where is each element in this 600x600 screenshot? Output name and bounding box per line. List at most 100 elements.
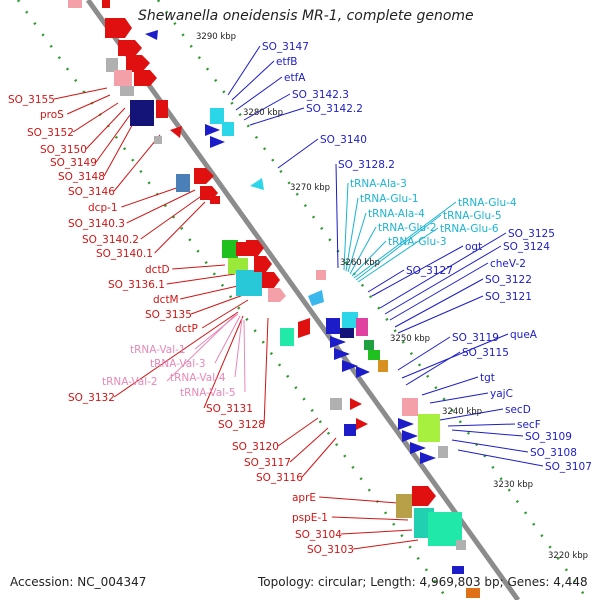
- gene-label: SO_3140: [320, 134, 367, 146]
- trna-label: tRNA-Glu-3: [388, 236, 447, 248]
- gene-block: [120, 86, 134, 96]
- gene-arrow: [334, 348, 350, 360]
- gene-block: [114, 70, 132, 86]
- gene-label: SO_3109: [525, 431, 572, 443]
- gene-arrow: [145, 30, 158, 40]
- gene-label: SO_3149: [50, 157, 97, 169]
- callout-line: [347, 212, 367, 273]
- callout-line: [243, 93, 291, 121]
- callout-line: [353, 539, 419, 550]
- gene-label: SO_3116: [256, 472, 303, 484]
- gene-arrow: [342, 360, 358, 372]
- gene-label: SO_3140.2: [82, 234, 139, 246]
- gene-label: SO_3142.3: [292, 89, 349, 101]
- ring-guide: [16, 0, 450, 600]
- callout-line: [319, 496, 399, 504]
- gene-block: [210, 108, 224, 124]
- callout-line: [121, 184, 186, 208]
- gene-arrow: [126, 55, 150, 72]
- gene-label: SO_3147: [262, 41, 309, 53]
- gene-block: [106, 58, 118, 72]
- gene-label: SO_3140.3: [68, 218, 125, 230]
- kbp-tick-label: 3220 kbp: [548, 551, 588, 561]
- gene-label: yajC: [490, 388, 513, 400]
- gene-label: dcp-1: [88, 202, 118, 214]
- gene-arrow: [105, 18, 132, 38]
- callout-line: [140, 196, 201, 240]
- callout-line: [53, 87, 108, 100]
- kbp-tick-label: 3290 kbp: [196, 32, 236, 42]
- callout-line: [277, 417, 319, 447]
- gene-arrow: [330, 336, 346, 348]
- callout-line: [154, 201, 206, 254]
- callout-line: [113, 134, 161, 192]
- gene-block: [154, 136, 162, 144]
- callout-line: [190, 293, 247, 315]
- callout-line: [103, 119, 136, 177]
- gene-block: [378, 360, 388, 372]
- callout-line: [401, 333, 509, 379]
- callout-line: [301, 437, 337, 478]
- gene-label: tgt: [480, 372, 495, 384]
- kbp-tick-label: 3250 kbp: [390, 334, 430, 344]
- gene-label: SO_3107: [545, 461, 592, 473]
- genome-title: Shewanella oneidensis MR-1, complete gen…: [138, 8, 474, 24]
- callout-line: [335, 163, 339, 269]
- callout-line: [227, 45, 261, 96]
- callout-line: [405, 351, 461, 386]
- trna-label: tRNA-Glu-2: [378, 222, 437, 234]
- callout-line: [95, 114, 131, 163]
- callout-line: [349, 226, 377, 275]
- trna-label: tRNA-Val-5: [180, 387, 236, 399]
- callout-line: [343, 182, 349, 271]
- callout-line: [72, 102, 119, 133]
- callout-line: [355, 214, 442, 281]
- gene-arrow: [170, 126, 182, 138]
- gene-block: [356, 318, 368, 336]
- gene-block: [156, 100, 168, 118]
- callout-line: [353, 201, 457, 279]
- gene-block: [344, 424, 356, 436]
- gene-label: dctP: [175, 323, 198, 335]
- gene-block: [396, 494, 412, 518]
- callout-line: [113, 311, 239, 398]
- gene-label: SO_3155: [8, 94, 55, 106]
- gene-block: [222, 122, 234, 136]
- gene-label: ogt: [465, 241, 482, 253]
- callout-line: [421, 376, 479, 396]
- gene-arrow: [350, 398, 362, 410]
- gene-label: cheV-2: [490, 258, 526, 270]
- gene-block: [326, 318, 340, 334]
- gene-block: [68, 0, 82, 8]
- gene-arrow: [356, 418, 368, 430]
- trna-label: tRNA-Glu-4: [458, 197, 517, 209]
- callout-line: [447, 423, 516, 427]
- callout-line: [371, 245, 464, 297]
- callout-line: [194, 313, 239, 350]
- gene-label: SO_3103: [307, 544, 354, 556]
- gene-arrow: [246, 240, 264, 256]
- gene-label: SO_3136.1: [108, 279, 165, 291]
- gene-label: SO_3108: [530, 447, 577, 459]
- gene-block: [222, 240, 238, 258]
- gene-label: SO_3119: [452, 332, 499, 344]
- callout-line: [166, 313, 237, 382]
- gene-label: SO_3152: [27, 127, 74, 139]
- callout-line: [389, 262, 489, 321]
- gene-label: SO_3120: [232, 441, 279, 453]
- callout-line: [166, 273, 236, 285]
- callout-line: [379, 232, 507, 309]
- callout-line: [331, 516, 409, 521]
- callout-line: [341, 529, 413, 535]
- gene-label: SO_3125: [508, 228, 555, 240]
- gene-label: SO_3135: [145, 309, 192, 321]
- gene-arrow: [298, 318, 310, 338]
- callout-line: [203, 315, 244, 409]
- callout-line: [289, 427, 329, 463]
- trna-label: tRNA-Glu-1: [360, 193, 419, 205]
- gene-arrow: [254, 256, 272, 272]
- gene-arrow: [308, 290, 324, 306]
- callout-line: [214, 315, 241, 364]
- gene-arrow: [356, 366, 370, 378]
